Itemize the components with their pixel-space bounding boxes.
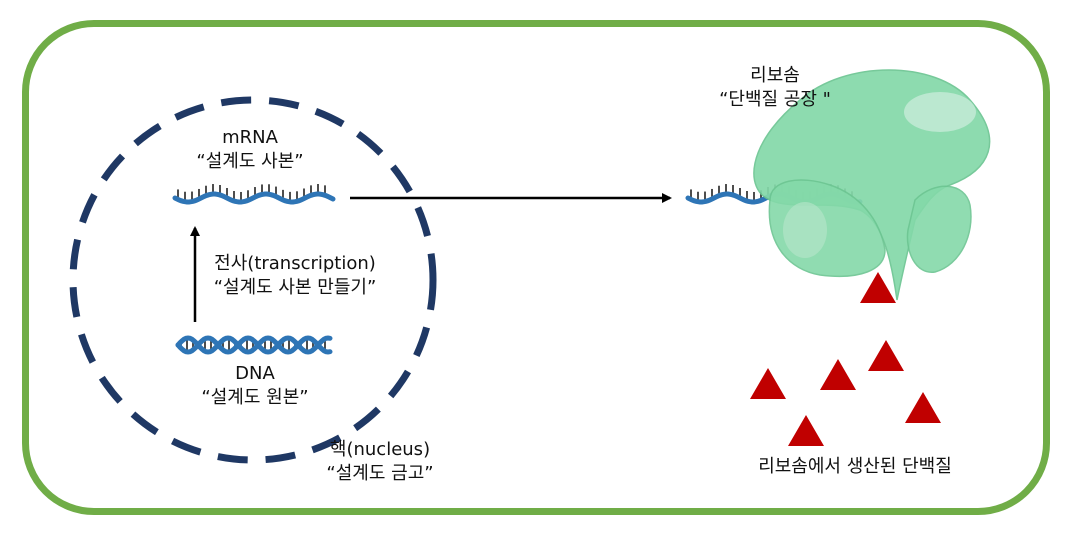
- dna-label: DNA “설계도 원본”: [180, 362, 330, 410]
- nucleus-title: 핵(nucleus): [329, 439, 431, 460]
- ribosome-subtitle: “단백질 공장 ": [719, 89, 831, 110]
- protein-triangle: [750, 368, 786, 399]
- mrna-label: mRNA “설계도 사본”: [175, 126, 325, 174]
- mrna-title: mRNA: [222, 127, 278, 148]
- transcription-label: 전사(transcription) “설계도 사본 만들기”: [200, 252, 390, 300]
- ribosome-label: 리보솜 “단백질 공장 ": [695, 64, 855, 112]
- nucleus-membrane: [69, 96, 437, 464]
- protein-caption: 리보솜에서 생산된 단백질: [735, 455, 975, 479]
- transcription-subtitle: “설계도 사본 만들기”: [213, 277, 377, 298]
- nucleus-label: 핵(nucleus) “설계도 금고”: [305, 438, 455, 486]
- ribosome-highlight: [783, 202, 827, 258]
- ribosome-title: 리보솜: [750, 65, 800, 86]
- protein-triangle: [860, 272, 896, 303]
- ribosome: [753, 69, 991, 301]
- dna-subtitle: “설계도 원본”: [201, 387, 309, 408]
- protein-triangle: [820, 359, 856, 390]
- cell-frame: [22, 20, 1050, 515]
- mrna-strand: [172, 184, 336, 205]
- protein-triangle: [905, 392, 941, 423]
- dna-double-helix: [175, 335, 333, 355]
- dna-title: DNA: [235, 363, 275, 384]
- mrna-subtitle: “설계도 사본”: [196, 151, 304, 172]
- nucleus-subtitle: “설계도 금고”: [326, 463, 434, 484]
- transcription-title: 전사(transcription): [214, 253, 376, 274]
- protein-triangle: [868, 340, 904, 371]
- ribosome-highlight: [904, 92, 976, 132]
- protein-triangle: [788, 415, 824, 446]
- ribosome-right-lobe: [906, 185, 972, 273]
- protein-group: [750, 272, 941, 446]
- protein-caption-text: 리보솜에서 생산된 단백질: [758, 456, 952, 477]
